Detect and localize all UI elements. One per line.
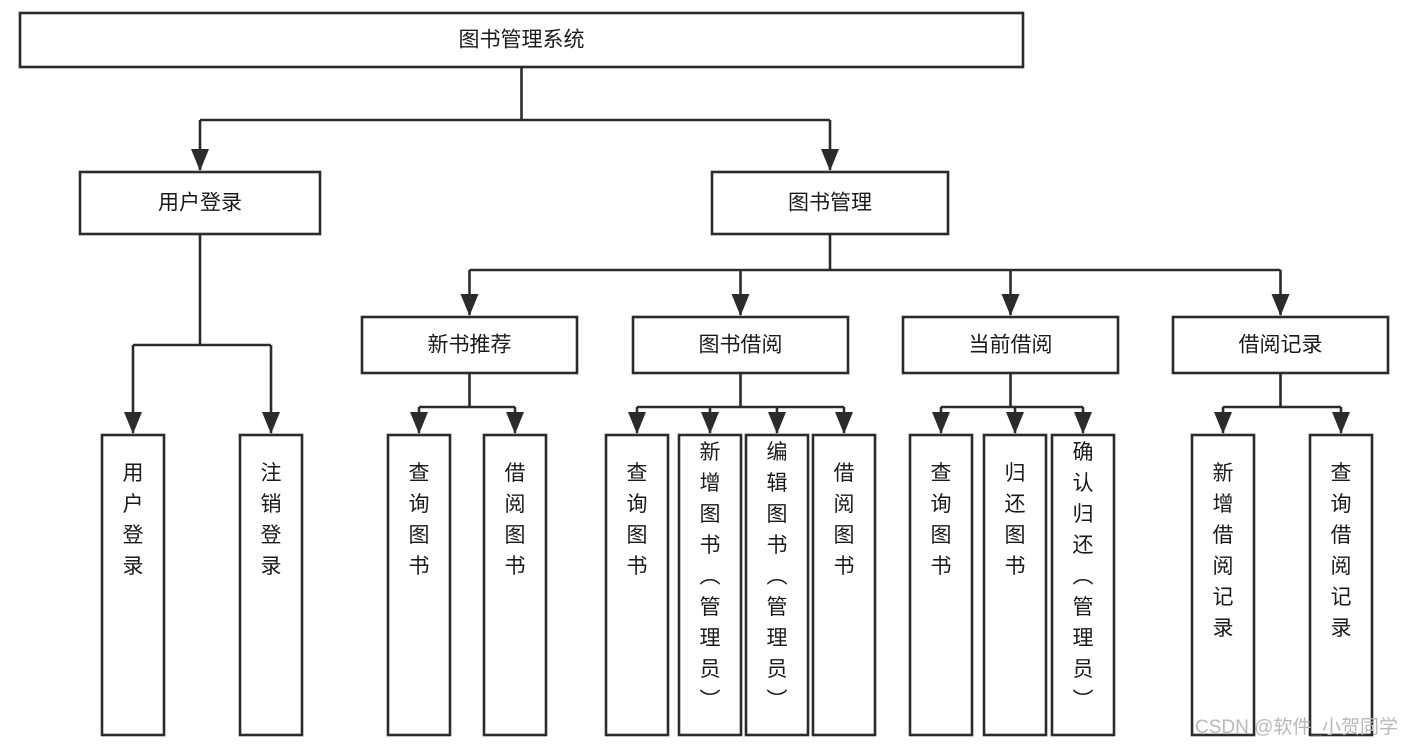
node-leaf-query-book-2[interactable]: 查询图书 (604, 433, 670, 737)
node-current-borrow[interactable]: 当前借阅 (901, 315, 1120, 375)
node-label: 图书管理 (788, 192, 872, 215)
arrow-head (1332, 412, 1350, 434)
arrow-head (1001, 294, 1020, 316)
node-leaf-add-book[interactable]: 新增图书︵管理员︶ (677, 433, 743, 737)
node-leaf-return-book[interactable]: 归还图书 (982, 433, 1048, 737)
node-leaf-borrow-book-2[interactable]: 借阅图书 (811, 433, 877, 737)
node-label: 查询借阅记录 (1331, 462, 1352, 640)
node-book-manage[interactable]: 图书管理 (710, 170, 950, 236)
arrow-head (731, 294, 750, 316)
node-layer: 图书管理系统用户登录图书管理新书推荐图书借阅当前借阅借阅记录用户登录注销登录查询… (18, 11, 1390, 737)
node-label: 查询图书 (627, 462, 648, 578)
csdn-watermark: CSDN @软件_小贺同学 (1195, 716, 1398, 738)
node-label: 图书借阅 (699, 334, 783, 357)
node-label: 用户登录 (123, 462, 144, 578)
arrow-head (410, 412, 428, 434)
node-label: 借阅图书 (505, 462, 526, 578)
node-leaf-logout[interactable]: 注销登录 (238, 433, 304, 737)
node-leaf-query-book-1[interactable]: 查询图书 (386, 433, 452, 737)
node-leaf-borrow-book-1[interactable]: 借阅图书 (482, 433, 548, 737)
node-leaf-edit-book[interactable]: 编辑图书︵管理员︶ (744, 433, 810, 737)
node-leaf-confirm-return[interactable]: 确认归还︵管理员︶ (1050, 433, 1116, 737)
node-label: 归还图书 (1005, 462, 1026, 578)
node-label: 查询图书 (409, 462, 430, 578)
node-label: 新书推荐 (428, 334, 512, 357)
node-root-system[interactable]: 图书管理系统 (18, 11, 1025, 69)
node-label: 当前借阅 (969, 334, 1053, 357)
arrow-head (1214, 412, 1232, 434)
node-label: 新增借阅记录 (1213, 462, 1234, 640)
arrow-head (1271, 294, 1290, 316)
arrow-head (701, 412, 719, 434)
arrow-head (460, 294, 479, 316)
arrow-head (262, 412, 280, 434)
node-label: 注销登录 (261, 462, 282, 578)
node-leaf-query-record[interactable]: 查询借阅记录 (1308, 433, 1374, 737)
arrow-head (506, 412, 524, 434)
node-book-borrow[interactable]: 图书借阅 (631, 315, 850, 375)
arrow-head (821, 149, 839, 171)
arrow-head (835, 412, 853, 434)
node-label: 查询图书 (931, 462, 952, 578)
node-label: 新增图书︵管理员︶ (700, 441, 721, 712)
connector-layer (124, 67, 1350, 434)
node-label: 借阅记录 (1239, 334, 1323, 357)
arrow-head (932, 412, 950, 434)
arrow-head (191, 149, 209, 171)
arrow-head (124, 412, 142, 434)
arrow-head (1006, 412, 1024, 434)
node-user-login[interactable]: 用户登录 (78, 170, 322, 236)
node-leaf-query-book-3[interactable]: 查询图书 (908, 433, 974, 737)
node-label: 用户登录 (158, 192, 242, 215)
node-label: 确认归还︵管理员︶ (1073, 441, 1094, 712)
node-leaf-user-login[interactable]: 用户登录 (100, 433, 166, 737)
node-label: 图书管理系统 (459, 29, 585, 52)
node-label: 借阅图书 (834, 462, 855, 578)
node-new-book-rec[interactable]: 新书推荐 (360, 315, 579, 375)
node-borrow-record[interactable]: 借阅记录 (1171, 315, 1390, 375)
arrow-head (1074, 412, 1092, 434)
arrow-head (768, 412, 786, 434)
node-label: 编辑图书︵管理员︶ (767, 441, 788, 712)
node-leaf-add-record[interactable]: 新增借阅记录 (1190, 433, 1256, 737)
arrow-head (628, 412, 646, 434)
